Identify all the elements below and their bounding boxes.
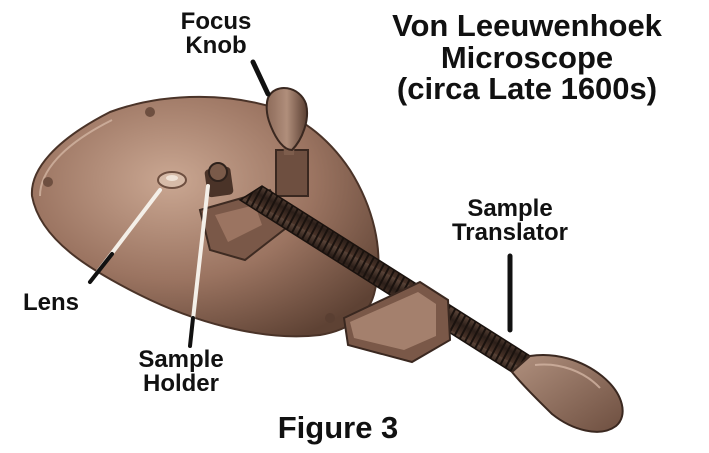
figure-title: Von Leeuwenhoek Microscope (circa Late 1… (352, 10, 702, 105)
rivet (325, 313, 335, 323)
title-line-1: Von Leeuwenhoek (352, 10, 702, 42)
title-line-3: (circa Late 1600s) (352, 73, 702, 105)
focus-knob-label: Focus Knob (156, 10, 276, 58)
sample-holder-leader-dark (190, 318, 193, 346)
lens-label: Lens (12, 291, 90, 315)
rivet (145, 107, 155, 117)
sample-holder-label-line-2: Holder (106, 372, 256, 396)
sample-translator-label-line-1: Sample (420, 197, 600, 221)
sample-translator-label: Sample Translator (420, 197, 600, 245)
sample-holder-label-line-1: Sample (106, 348, 256, 372)
sample-translator-label-line-2: Translator (420, 221, 600, 245)
translator-paddle (512, 355, 623, 432)
focus-knob-label-line-2: Knob (156, 34, 276, 58)
rivet (43, 177, 53, 187)
lens (158, 172, 186, 188)
focus-knob-leader (253, 62, 268, 94)
title-line-2: Microscope (352, 42, 702, 74)
focus-knob-label-line-1: Focus (156, 10, 276, 34)
sample-holder-label: Sample Holder (106, 348, 256, 396)
figure-caption: Figure 3 (238, 412, 438, 443)
